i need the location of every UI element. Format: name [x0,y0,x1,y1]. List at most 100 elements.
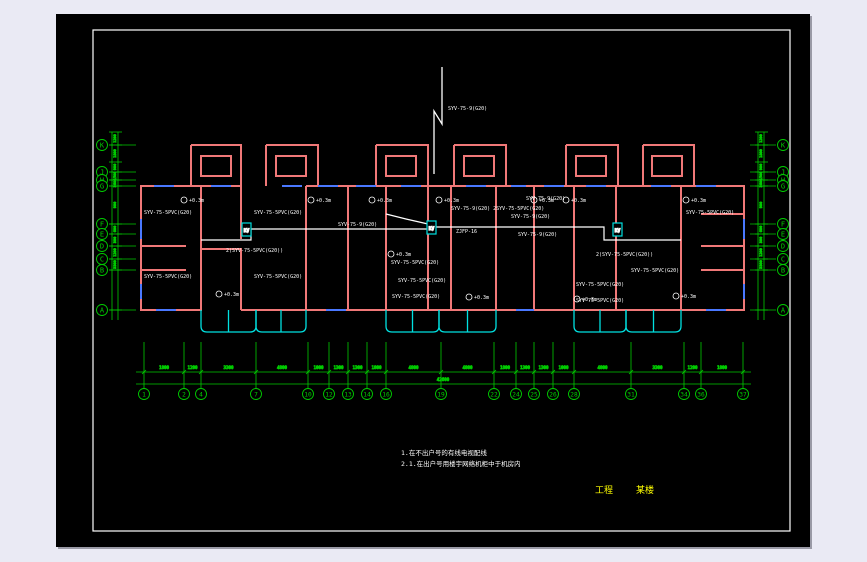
cable-label-trunk-left-a: SYV-75-5PVC(G20) [144,210,192,216]
axis-label-right-C: C [781,256,785,264]
dimension-text-bottom: 1000 [313,365,324,370]
service-room-1 [200,155,232,177]
dimension-text-bottom: 1800 [159,365,170,370]
dimension-text-right: 1200 [759,134,763,143]
dimension-tick [491,369,497,375]
axis-bubble-bottom-31 [625,388,637,400]
note-line-1: 1.在不出户号的有线电视配线 [401,448,487,457]
axis-bubble-bottom-28 [568,388,580,400]
tv-outlet-icon [573,295,581,303]
axis-label-bottom-24: 24 [512,392,520,399]
dimension-tick [364,369,370,375]
wall-4 [141,245,186,271]
axis-bubble-bottom-14 [361,388,373,400]
axis-bubble-bottom-25 [528,388,540,400]
windows-layer [140,185,745,311]
dimension-text-left: 300 [113,237,117,244]
dimension-text-bottom: 4800 [277,365,288,370]
service-room-2 [275,155,307,177]
axis-label-right-E: E [781,231,785,239]
title-block-left: 工程 [595,485,613,496]
dimension-text-bottom: 4800 [597,365,608,370]
dimension-text-right: 900 [759,202,763,209]
cable-labels-layer: +0.3m+0.3m+0.3m+0.3m+0.3m+0.3m+0.3m+0.3m… [144,106,734,304]
wall-1 [140,185,202,311]
wall-19 [642,144,695,186]
axis-bubble-right-D [777,240,789,252]
dimension-text-left: 1200 [113,248,117,257]
dimension-text-bottom: 3300 [652,365,663,370]
tv-outlet-icon [368,196,376,204]
cable-branch-centre [385,213,429,225]
dimension-text-right: 1200 [759,248,763,257]
riser-cable [433,67,443,174]
dimension-text-bottom: 1200 [687,365,698,370]
dimension-tick [438,369,444,375]
axis-label-bottom-25: 25 [530,392,538,399]
axis-label-left-B: B [100,267,104,275]
axis-label-left-A: A [100,307,105,315]
axis-bubble-bottom-26 [547,388,559,400]
axis-bubble-bottom-4 [195,388,207,400]
note-line-2: 2.1.在出户号用楼宇网络机柜中于机房内 [401,459,521,468]
service-room-3 [385,155,417,177]
dimension-tick [345,369,351,375]
axis-bubble-bottom-19 [435,388,447,400]
axis-bubble-left-D [96,240,108,252]
dimension-text-left: 900 [113,164,117,171]
dimension-tick [198,369,204,375]
service-room-6 [651,155,683,177]
tv-outlet-icon [307,196,315,204]
axis-label-bottom-28: 28 [570,392,578,399]
wall-13 [451,185,497,311]
tv-outlet-icon [682,196,690,204]
dimension-tick [253,369,259,375]
axis-label-bottom-10: 10 [304,392,312,399]
tv-outlet-icon [215,290,223,298]
distribution-box-2 [426,220,437,235]
dimension-text-right: 600 [759,226,763,233]
outlet-height-label: +0.3m [224,292,239,298]
axis-label-bottom-19: 19 [437,392,445,399]
distribution-box-label-3: KV [615,228,621,234]
outlet-height-label: +0.3m [316,198,331,204]
dimension-text-left: 1800 [113,149,117,158]
distribution-box-label-2: KV [429,226,435,232]
wall-11 [428,185,452,311]
axis-label-bottom-22: 22 [490,392,498,399]
axis-label-bottom-34: 34 [680,392,688,399]
axis-label-right-B: B [781,267,785,275]
outlet-height-label: +0.3m [582,297,597,303]
axis-bubble-bottom-37 [737,388,749,400]
cable-label-riser: SYV-75-9(G20) [448,106,487,112]
cable-label-right-f: SYV-75-5PVC(G20) [576,298,624,304]
service-room-4 [463,155,495,177]
tv-outlet-icon [672,292,680,300]
balcony-layer [200,310,682,333]
wall-17 [574,185,617,311]
axis-bubble-bottom-36 [695,388,707,400]
cable-label-mid-d: SYV-75-5PVC(G20) [392,294,440,300]
axis-bubble-left-A [96,304,108,316]
dimension-text-bottom: 1300 [538,365,549,370]
cable-label-mid-b: SYV-75-5PVC(G20) [398,278,446,284]
cable-label-right-c: 2(SYV-75-5PVC(G20)) [596,252,653,258]
dimension-text-left: 900 [113,202,117,209]
axis-bubble-right-E [777,228,789,240]
axis-label-bottom-7: 7 [254,392,258,399]
dimension-text-bottom: 1300 [520,365,531,370]
dimension-text-right: 1500 [759,172,763,181]
outlet-height-label: +0.3m [539,198,554,204]
axis-bubble-right-G [777,180,789,192]
dimension-text-bottom: 4800 [462,365,473,370]
wall-15 [534,185,575,311]
axis-bubble-right-B [777,264,789,276]
tv-outlet-icon [387,250,395,258]
axis-label-left-C: C [100,256,104,264]
dimension-text-bottom: 1300 [333,365,344,370]
cable-label-right-d: SYV-75-5PVC(G20) [631,268,679,274]
outlet-height-label: +0.3m [474,295,489,301]
cable-label-right-b: SYV-75-5PVC(G20) [686,210,734,216]
